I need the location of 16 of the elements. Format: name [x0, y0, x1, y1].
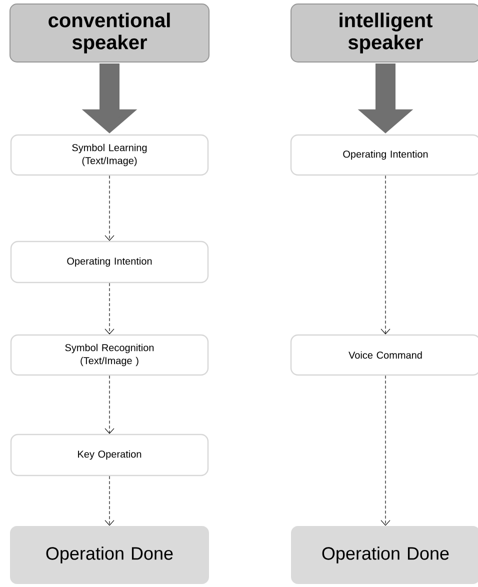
arrow [104, 476, 114, 526]
process-box: Operating Intention [10, 240, 209, 284]
result-box: Operation Done [291, 526, 478, 584]
arrow [104, 375, 114, 434]
process-box: Voice Command [290, 334, 478, 376]
header-box: intelligent speaker [290, 4, 478, 62]
arrow [104, 175, 114, 241]
arrow [104, 282, 114, 334]
process-box: Key Operation [10, 434, 209, 476]
result-box: Operation Done [10, 526, 209, 584]
arrow [380, 175, 390, 334]
process-box: Symbol Learning (Text/Image) [10, 134, 209, 176]
process-box: Symbol Recognition (Text/Image ) [10, 334, 209, 376]
arrow [380, 375, 390, 526]
header-box: conventional speaker [10, 4, 210, 62]
process-box: Operating Intention [290, 134, 478, 176]
